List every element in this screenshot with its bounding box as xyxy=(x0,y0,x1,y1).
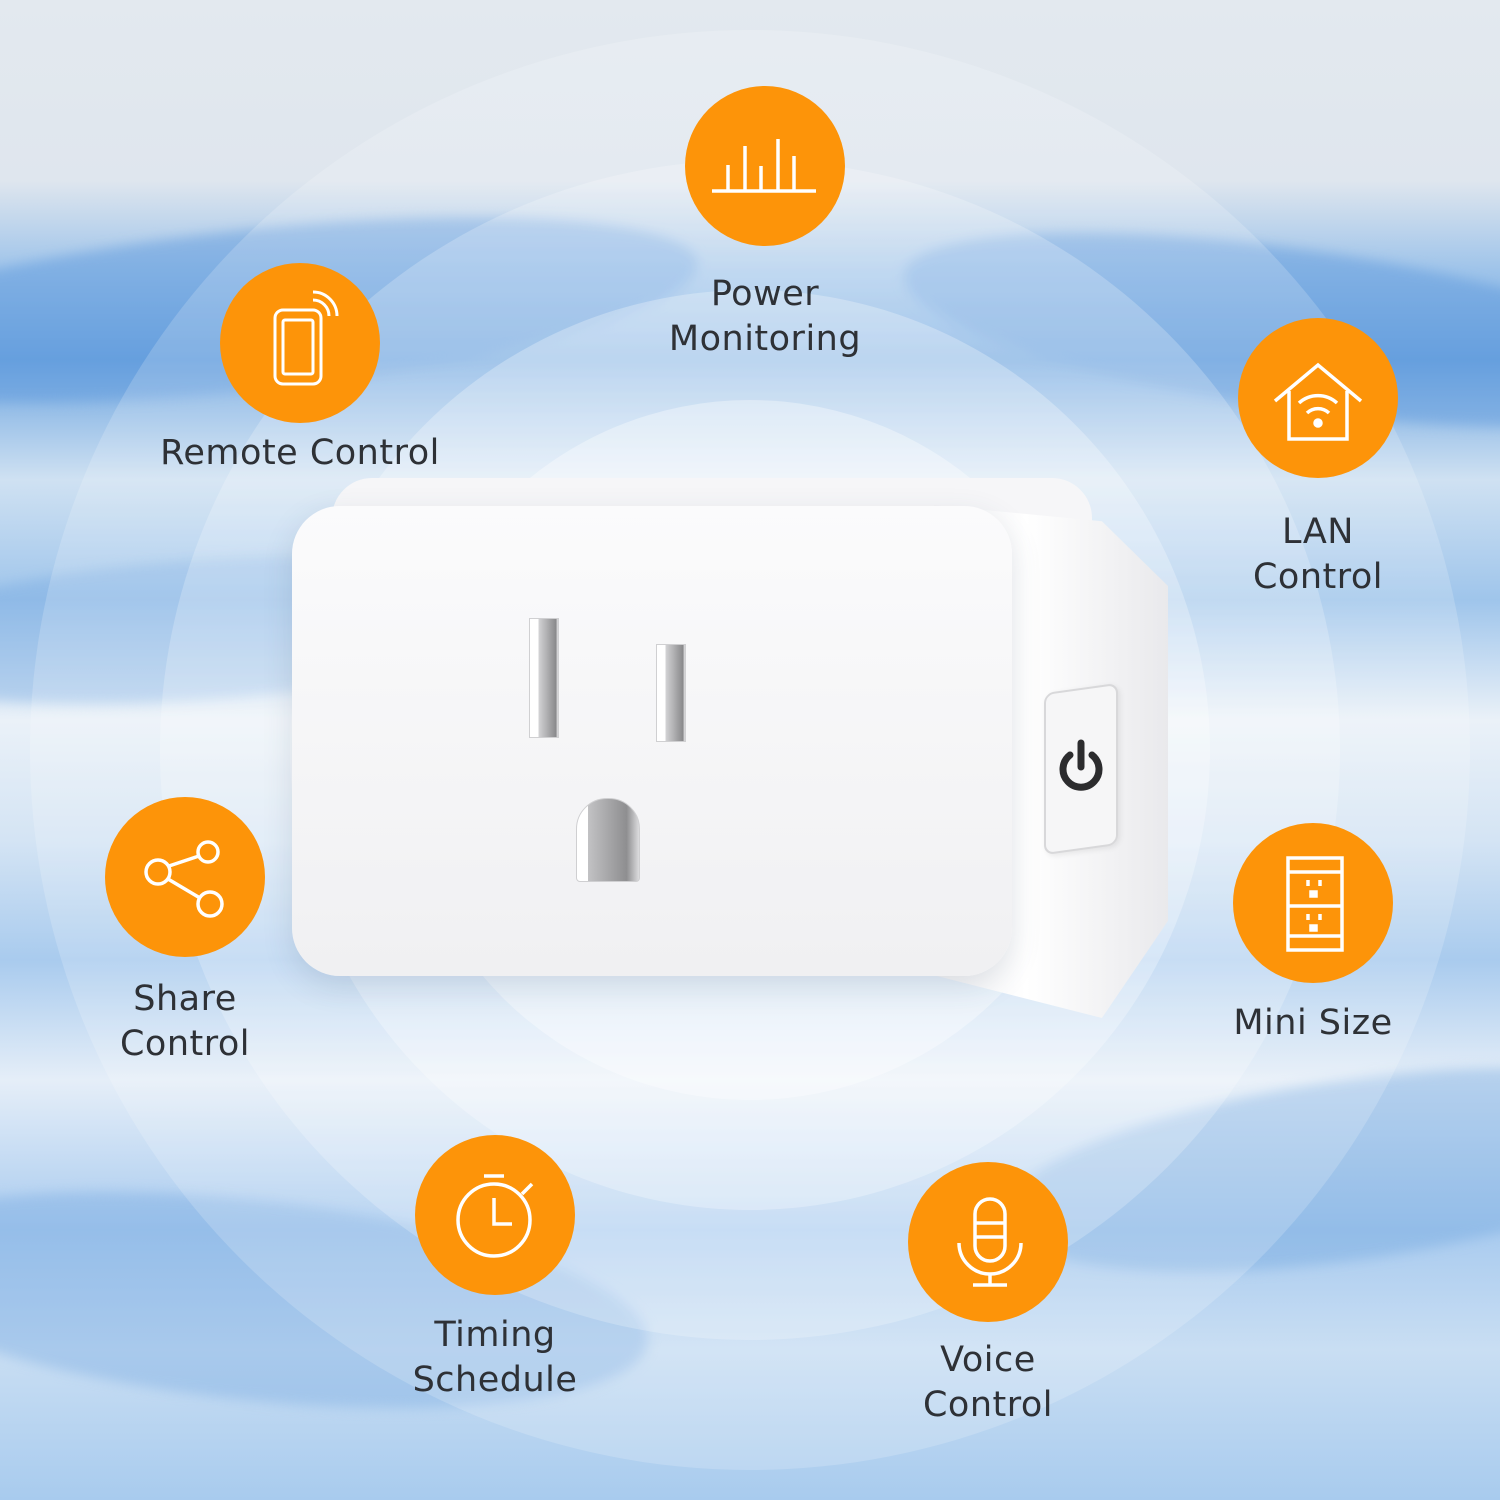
outlet-slot-right xyxy=(656,644,686,742)
feature-timing-schedule: Timing Schedule xyxy=(395,1135,595,1403)
feature-voice-control: Voice Control xyxy=(888,1162,1088,1428)
icon-badge xyxy=(908,1162,1068,1322)
feature-remote-control: Remote Control xyxy=(140,263,460,476)
power-button[interactable] xyxy=(1044,682,1118,856)
microphone-icon xyxy=(957,1197,1023,1287)
stopwatch-icon xyxy=(456,1174,534,1258)
feature-lan-control: LAN Control xyxy=(1218,318,1418,600)
icon-badge xyxy=(415,1135,575,1295)
outlet-ground-hole xyxy=(576,798,640,882)
dual-outlet-icon xyxy=(1286,856,1344,952)
home-wifi-icon xyxy=(1273,362,1363,441)
smart-plug xyxy=(292,478,1172,1018)
icon-badge xyxy=(1238,318,1398,478)
feature-label: Power Monitoring xyxy=(668,274,862,359)
feature-label: Mini Size xyxy=(1233,1003,1393,1043)
icon-badge xyxy=(1233,823,1393,983)
bar-chart-icon xyxy=(712,139,816,193)
plug-face xyxy=(292,506,1012,976)
power-icon xyxy=(1059,739,1103,791)
phone-wireless-icon xyxy=(273,290,339,386)
feature-label: LAN Control xyxy=(1252,512,1384,597)
icon-badge xyxy=(685,86,845,246)
feature-label: Voice Control xyxy=(922,1340,1054,1425)
feature-label: Timing Schedule xyxy=(412,1315,578,1400)
outlet-slot-left xyxy=(529,618,559,738)
feature-mini-size: Mini Size xyxy=(1213,823,1413,1046)
icon-badge xyxy=(105,797,265,957)
feature-label: Remote Control xyxy=(160,433,440,473)
feature-label: Share Control xyxy=(119,979,251,1064)
feature-share-control: Share Control xyxy=(85,797,285,1067)
share-icon xyxy=(144,840,224,918)
feature-power-monitoring: Power Monitoring xyxy=(665,86,865,362)
icon-badge xyxy=(220,263,380,423)
